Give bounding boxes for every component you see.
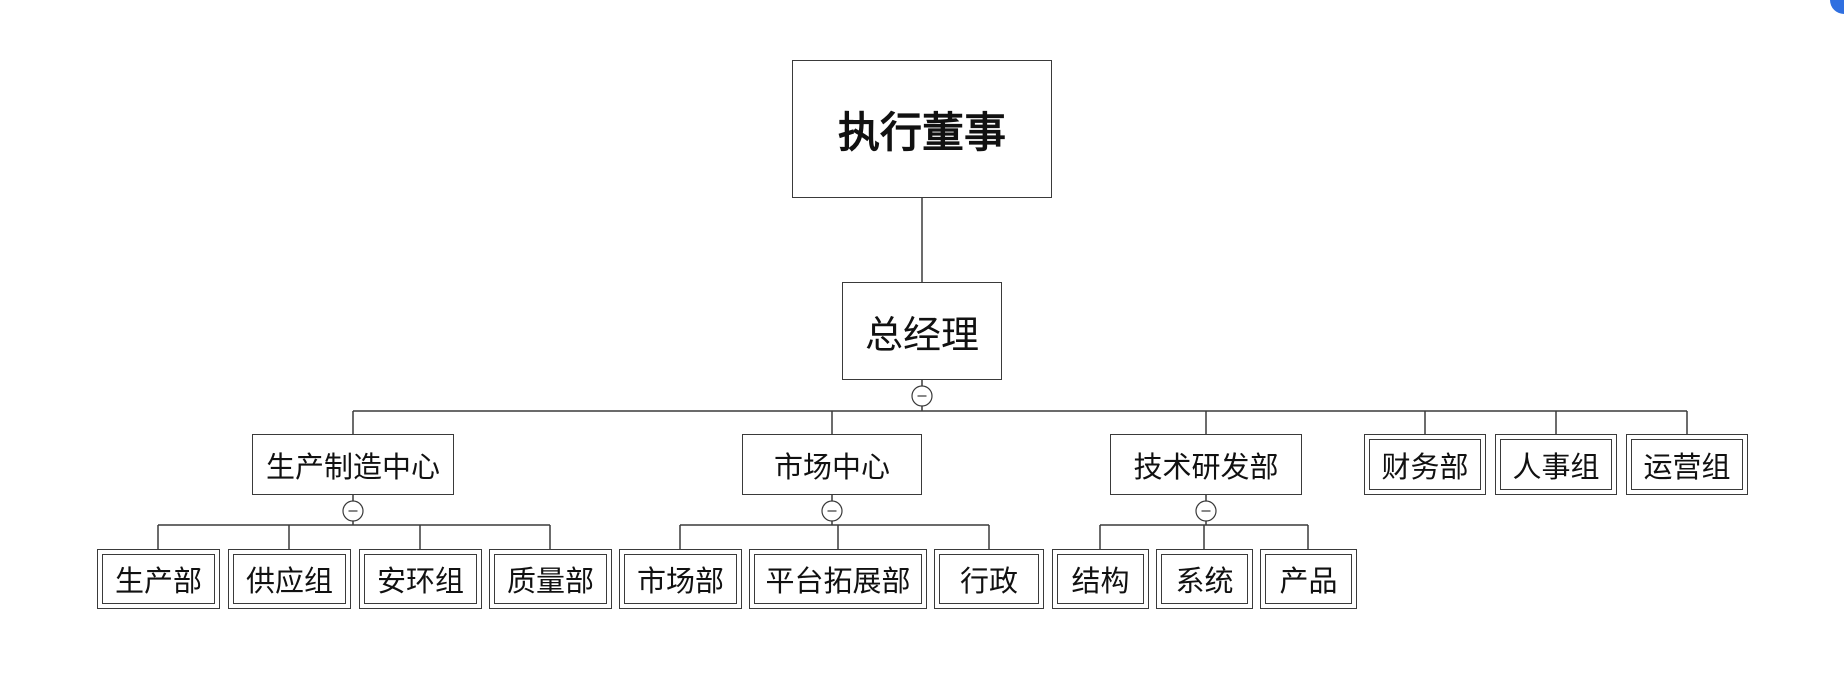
dept-node-production-center[interactable]: 生产制造中心: [252, 434, 454, 495]
collapse-minus-icon[interactable]: [821, 500, 843, 522]
connector-lines: [157, 198, 1688, 549]
general-manager-node[interactable]: 总经理: [842, 282, 1002, 380]
dept-node-market-center[interactable]: 市场中心: [742, 434, 922, 495]
collapse-toggles: [342, 385, 1217, 522]
dept-node-rnd[interactable]: 技术研发部: [1110, 434, 1302, 495]
subdept-node-admin[interactable]: 行政: [934, 549, 1044, 609]
dept-node-operations[interactable]: 运营组: [1626, 434, 1748, 495]
dept-node-hr[interactable]: 人事组: [1495, 434, 1617, 495]
subdept-node-structure[interactable]: 结构: [1052, 549, 1149, 609]
subdept-node-system[interactable]: 系统: [1156, 549, 1253, 609]
subdept-node-production[interactable]: 生产部: [97, 549, 220, 609]
collapse-minus-icon[interactable]: [342, 500, 364, 522]
subdept-node-safety-env[interactable]: 安环组: [359, 549, 482, 609]
root-node[interactable]: 执行董事: [792, 60, 1052, 198]
subdept-node-platform[interactable]: 平台拓展部: [749, 549, 927, 609]
subdept-node-product[interactable]: 产品: [1260, 549, 1357, 609]
dept-node-finance[interactable]: 财务部: [1364, 434, 1486, 495]
subdept-node-marketing[interactable]: 市场部: [619, 549, 742, 609]
subdept-node-supply[interactable]: 供应组: [228, 549, 351, 609]
collapse-minus-icon[interactable]: [1195, 500, 1217, 522]
collapse-minus-icon[interactable]: [911, 385, 933, 407]
subdept-node-quality[interactable]: 质量部: [489, 549, 612, 609]
